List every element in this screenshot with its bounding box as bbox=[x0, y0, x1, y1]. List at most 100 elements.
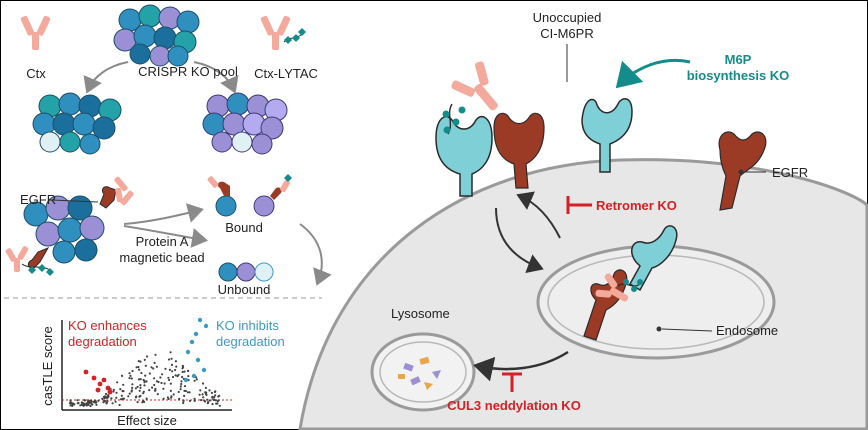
plot-point bbox=[218, 404, 221, 407]
plot-point bbox=[144, 374, 147, 377]
plot-point bbox=[104, 392, 108, 396]
unbound-label: Unbound bbox=[218, 282, 271, 297]
plot-point bbox=[142, 392, 145, 395]
plot-point bbox=[203, 400, 207, 403]
plot-point bbox=[134, 387, 137, 390]
plot-point bbox=[112, 390, 115, 393]
plot-point bbox=[138, 395, 141, 398]
plot-point bbox=[87, 403, 90, 406]
inhibit-annotation-line2: degradation bbox=[216, 334, 285, 349]
plot-point bbox=[129, 374, 132, 377]
ctx-label: Ctx bbox=[26, 66, 46, 81]
plot-point bbox=[150, 366, 153, 369]
plot-point bbox=[156, 393, 159, 396]
ctx-antibody-icon bbox=[20, 15, 51, 50]
plot-point bbox=[205, 393, 208, 396]
plot-point bbox=[69, 404, 72, 407]
plot-point bbox=[183, 370, 186, 373]
plot-point bbox=[122, 383, 125, 386]
plot-point bbox=[121, 397, 124, 400]
plot-point bbox=[172, 393, 175, 396]
plot-point bbox=[101, 397, 104, 400]
plot-point bbox=[140, 371, 143, 375]
plot-point-inhibitor bbox=[191, 373, 197, 379]
plot-point bbox=[183, 394, 186, 397]
plot-point bbox=[208, 399, 211, 402]
plot-point bbox=[217, 395, 220, 398]
plot-point-enhancer bbox=[83, 369, 89, 375]
plot-point bbox=[155, 380, 159, 383]
plot-point bbox=[202, 396, 205, 399]
plot-xlabel: Effect size bbox=[117, 413, 177, 428]
inhibition-bar-retromer bbox=[566, 196, 592, 214]
plot-point bbox=[153, 383, 156, 387]
plot-point bbox=[130, 377, 133, 380]
plot-point bbox=[119, 388, 122, 391]
plot-points bbox=[68, 317, 221, 408]
crispr-ko-pool-cells bbox=[113, 4, 200, 67]
plot-point bbox=[128, 372, 131, 375]
plot-point-inhibitor bbox=[195, 357, 201, 363]
plot-point bbox=[181, 370, 184, 374]
plot-point bbox=[167, 358, 171, 361]
plot-point bbox=[177, 390, 180, 394]
unoccupied-label-line1: Unoccupied bbox=[533, 10, 602, 25]
plot-point bbox=[145, 397, 148, 400]
trafficking-arrows bbox=[473, 59, 691, 382]
plot-point bbox=[139, 384, 142, 387]
plot-point bbox=[152, 367, 155, 370]
plot-point bbox=[167, 376, 170, 379]
plot-point bbox=[151, 386, 154, 389]
plot-point bbox=[106, 400, 109, 403]
plot-point bbox=[174, 360, 177, 363]
plot-point bbox=[137, 378, 141, 381]
plot-point bbox=[169, 382, 172, 385]
plot-point bbox=[153, 361, 156, 364]
plot-point bbox=[181, 364, 184, 367]
plot-point bbox=[170, 396, 173, 399]
plot-point bbox=[105, 402, 108, 405]
m6p-ko-label-line1: M6P bbox=[725, 52, 752, 67]
plot-point bbox=[171, 375, 175, 379]
plot-point bbox=[193, 399, 196, 402]
plot-point bbox=[211, 395, 214, 398]
plot-point bbox=[200, 399, 203, 402]
plot-point bbox=[177, 373, 180, 376]
plot-point bbox=[213, 396, 216, 399]
plot-point bbox=[102, 395, 106, 398]
plot-point bbox=[204, 386, 207, 389]
labeled-cell-cluster bbox=[23, 195, 105, 264]
enhance-annotation-line1: KO enhances bbox=[68, 318, 147, 333]
plot-point bbox=[89, 404, 92, 408]
plot-point bbox=[174, 374, 177, 377]
plot-point bbox=[214, 399, 217, 402]
plot-point bbox=[162, 397, 165, 400]
plot-point bbox=[77, 401, 80, 405]
plot-point bbox=[213, 398, 216, 401]
plot-point bbox=[128, 392, 131, 395]
plot-point bbox=[217, 399, 220, 402]
separation-arrows bbox=[123, 203, 332, 286]
plot-point-enhancer bbox=[91, 375, 97, 381]
plot-point bbox=[110, 397, 113, 400]
plot-point bbox=[144, 364, 147, 367]
plot-point-inhibitor bbox=[197, 317, 203, 323]
bead-label-line2: magnetic bead bbox=[119, 250, 204, 265]
bound-cells bbox=[207, 174, 292, 217]
plot-point bbox=[168, 378, 171, 382]
plot-point bbox=[163, 382, 166, 385]
plot-point bbox=[104, 400, 107, 403]
endosome-receptor-complex bbox=[583, 225, 678, 341]
ctx-outcome-cells bbox=[32, 92, 122, 155]
plot-point bbox=[188, 399, 192, 402]
plot-point bbox=[127, 395, 130, 398]
plot-point bbox=[141, 401, 144, 404]
cul3-ko-label: CUL3 neddylation KO bbox=[447, 398, 581, 413]
plot-point bbox=[211, 403, 214, 406]
plot-point bbox=[128, 377, 131, 380]
plot-point-enhancer bbox=[105, 385, 111, 391]
plot-point bbox=[154, 353, 157, 356]
plot-point bbox=[170, 357, 173, 360]
plot-point bbox=[131, 383, 134, 386]
plot-point bbox=[76, 399, 79, 402]
